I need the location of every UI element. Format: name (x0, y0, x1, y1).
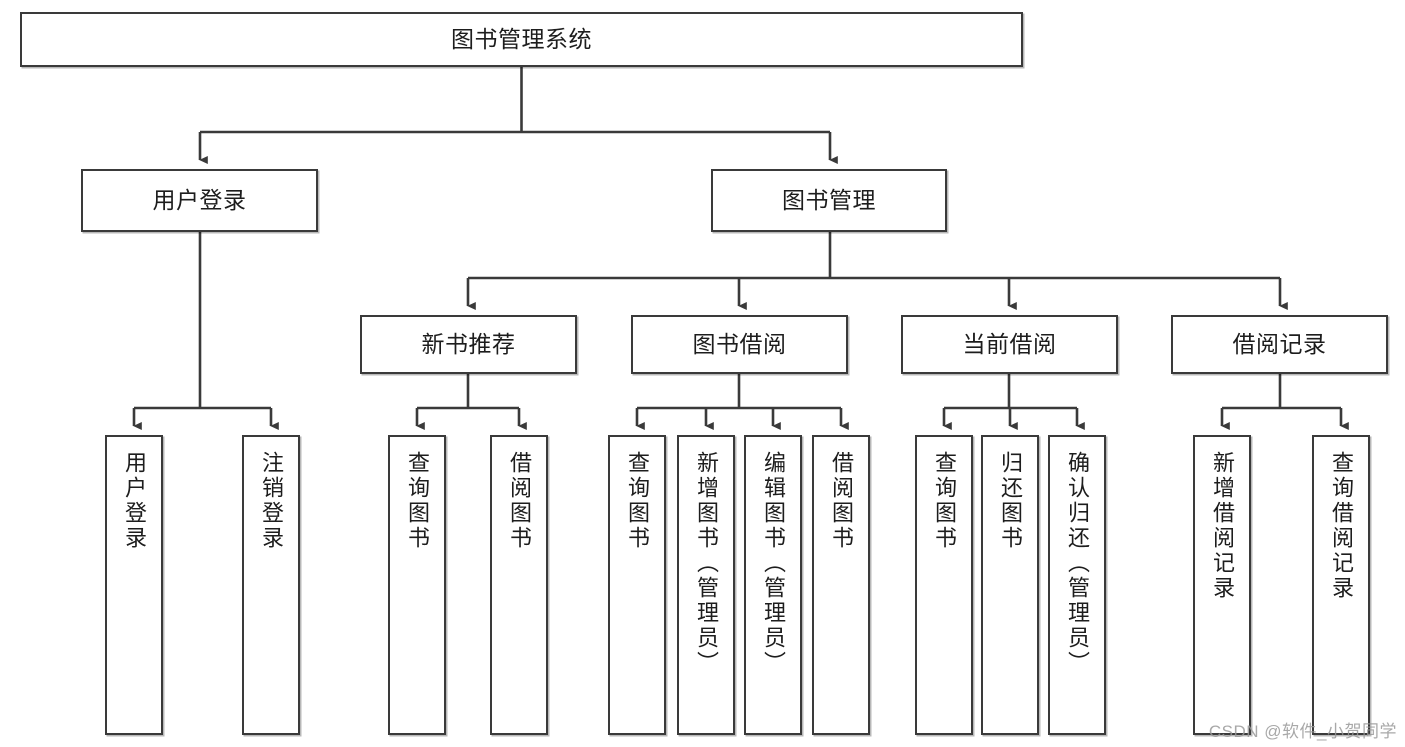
node-leaf-return-book[interactable]: 归还图书 (981, 435, 1039, 735)
node-leaf-return-book-label: 归还图书 (997, 451, 1023, 551)
node-new-book-recommend[interactable]: 新书推荐 (360, 315, 577, 374)
node-leaf-query-book-1[interactable]: 查询图书 (388, 435, 446, 735)
node-book-borrow-label: 图书借阅 (692, 330, 787, 357)
node-leaf-user-logout-label: 注销登录 (258, 451, 284, 551)
node-leaf-query-book-3-label: 查询图书 (931, 451, 957, 551)
node-book-manage-label: 图书管理 (782, 186, 876, 213)
node-leaf-query-book-3[interactable]: 查询图书 (915, 435, 973, 735)
node-leaf-add-book[interactable]: 新增图书（管理员） (677, 435, 735, 735)
node-leaf-add-book-label: 新增图书（管理员） (693, 451, 719, 676)
node-book-borrow[interactable]: 图书借阅 (631, 315, 848, 374)
node-leaf-borrow-book-2[interactable]: 借阅图书 (812, 435, 870, 735)
node-leaf-edit-book[interactable]: 编辑图书（管理员） (744, 435, 802, 735)
node-leaf-add-record[interactable]: 新增借阅记录 (1193, 435, 1251, 735)
node-root-label: 图书管理系统 (451, 25, 592, 52)
node-leaf-query-book-2[interactable]: 查询图书 (608, 435, 666, 735)
node-current-borrow[interactable]: 当前借阅 (901, 315, 1118, 374)
node-leaf-add-record-label: 新增借阅记录 (1209, 451, 1235, 601)
node-leaf-query-record[interactable]: 查询借阅记录 (1312, 435, 1370, 735)
node-leaf-query-book-2-label: 查询图书 (624, 451, 650, 551)
node-book-manage[interactable]: 图书管理 (711, 169, 947, 232)
node-leaf-user-login-label: 用户登录 (121, 451, 147, 551)
node-leaf-borrow-book-1[interactable]: 借阅图书 (490, 435, 548, 735)
node-leaf-confirm-return[interactable]: 确认归还（管理员） (1048, 435, 1106, 735)
node-leaf-edit-book-label: 编辑图书（管理员） (760, 451, 786, 676)
node-leaf-user-login[interactable]: 用户登录 (105, 435, 163, 735)
node-root[interactable]: 图书管理系统 (20, 12, 1023, 67)
node-user-login[interactable]: 用户登录 (81, 169, 318, 232)
node-leaf-query-book-1-label: 查询图书 (404, 451, 430, 551)
node-borrow-record[interactable]: 借阅记录 (1171, 315, 1388, 374)
node-leaf-confirm-return-label: 确认归还（管理员） (1064, 451, 1090, 676)
node-leaf-borrow-book-1-label: 借阅图书 (506, 451, 532, 551)
node-new-book-recommend-label: 新书推荐 (421, 330, 516, 357)
node-leaf-borrow-book-2-label: 借阅图书 (828, 451, 854, 551)
node-borrow-record-label: 借阅记录 (1232, 330, 1327, 357)
node-user-login-label: 用户登录 (152, 186, 247, 213)
node-current-borrow-label: 当前借阅 (962, 330, 1057, 357)
node-leaf-user-logout[interactable]: 注销登录 (242, 435, 300, 735)
node-leaf-query-record-label: 查询借阅记录 (1328, 451, 1354, 601)
